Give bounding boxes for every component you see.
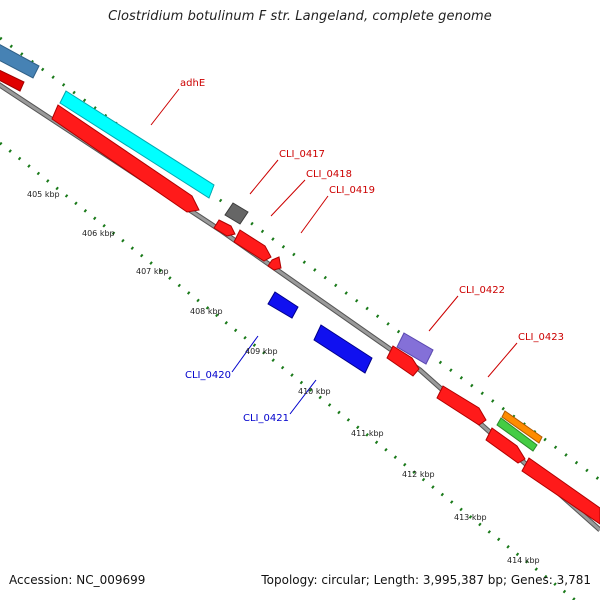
scale-label: 412 kbp [402, 470, 435, 479]
gene-label-CLI_0418: CLI_0418 [306, 169, 352, 180]
gene-arrow-lower-right-1[interactable] [485, 427, 526, 464]
genome-summary: Topology: circular; Length: 3,995,387 bp… [261, 573, 591, 587]
gray-feature[interactable] [224, 202, 249, 225]
gene-label-CLI_0422: CLI_0422 [459, 285, 505, 296]
slateblue-feature[interactable] [396, 332, 434, 365]
map-title: Clostridium botulinum F str. Langeland, … [108, 9, 492, 24]
scale-label: 408 kbp [190, 307, 223, 316]
orange-feature[interactable] [501, 410, 543, 444]
gene-label-CLI_0421: CLI_0421 [243, 413, 289, 424]
label-leader-lines [150, 88, 518, 415]
green-feature[interactable] [496, 417, 538, 452]
gene-arrow-CLI_0417[interactable] [213, 219, 236, 237]
cyan-feature[interactable] [59, 90, 215, 199]
scale-label: 414 kbp [507, 556, 540, 565]
gene-label-CLI_0423: CLI_0423 [518, 332, 564, 343]
outer-tick-ring [0, 36, 600, 482]
scale-label: 407 kbp [136, 267, 169, 276]
gene-label-CLI_0420: CLI_0420 [185, 370, 231, 381]
steelblue-feature[interactable] [0, 42, 40, 79]
gene-arrow-adhE[interactable] [51, 104, 200, 213]
gene-arrow-CLI_0420[interactable] [267, 291, 299, 319]
gene-arrow-CLI_0423[interactable] [436, 385, 487, 426]
scale-label: 409 kbp [245, 347, 278, 356]
scale-label: 405 kbp [27, 190, 60, 199]
gene-label-CLI_0419: CLI_0419 [329, 185, 375, 196]
gene-arrow-CLI_0422[interactable] [386, 345, 420, 377]
scale-label: 406 kbp [82, 229, 115, 238]
gene-label-adhE: adhE [180, 78, 205, 89]
gene-arrow-CLI_0418[interactable] [233, 229, 272, 262]
scale-label: 410 kbp [298, 387, 331, 396]
gene-label-CLI_0417: CLI_0417 [279, 149, 325, 160]
gene-arrow-CLI_0419[interactable] [267, 256, 282, 271]
scale-label: 411 kbp [351, 429, 384, 438]
gene-arrow-CLI_0421[interactable] [313, 324, 373, 374]
accession-label: Accession: NC_009699 [9, 573, 146, 587]
gene-arrow-top-left[interactable] [0, 68, 25, 92]
gene-arrow-lower-right-2[interactable] [521, 457, 600, 525]
scale-label: 413 kbp [454, 513, 487, 522]
inner-tick-ring [0, 141, 576, 600]
